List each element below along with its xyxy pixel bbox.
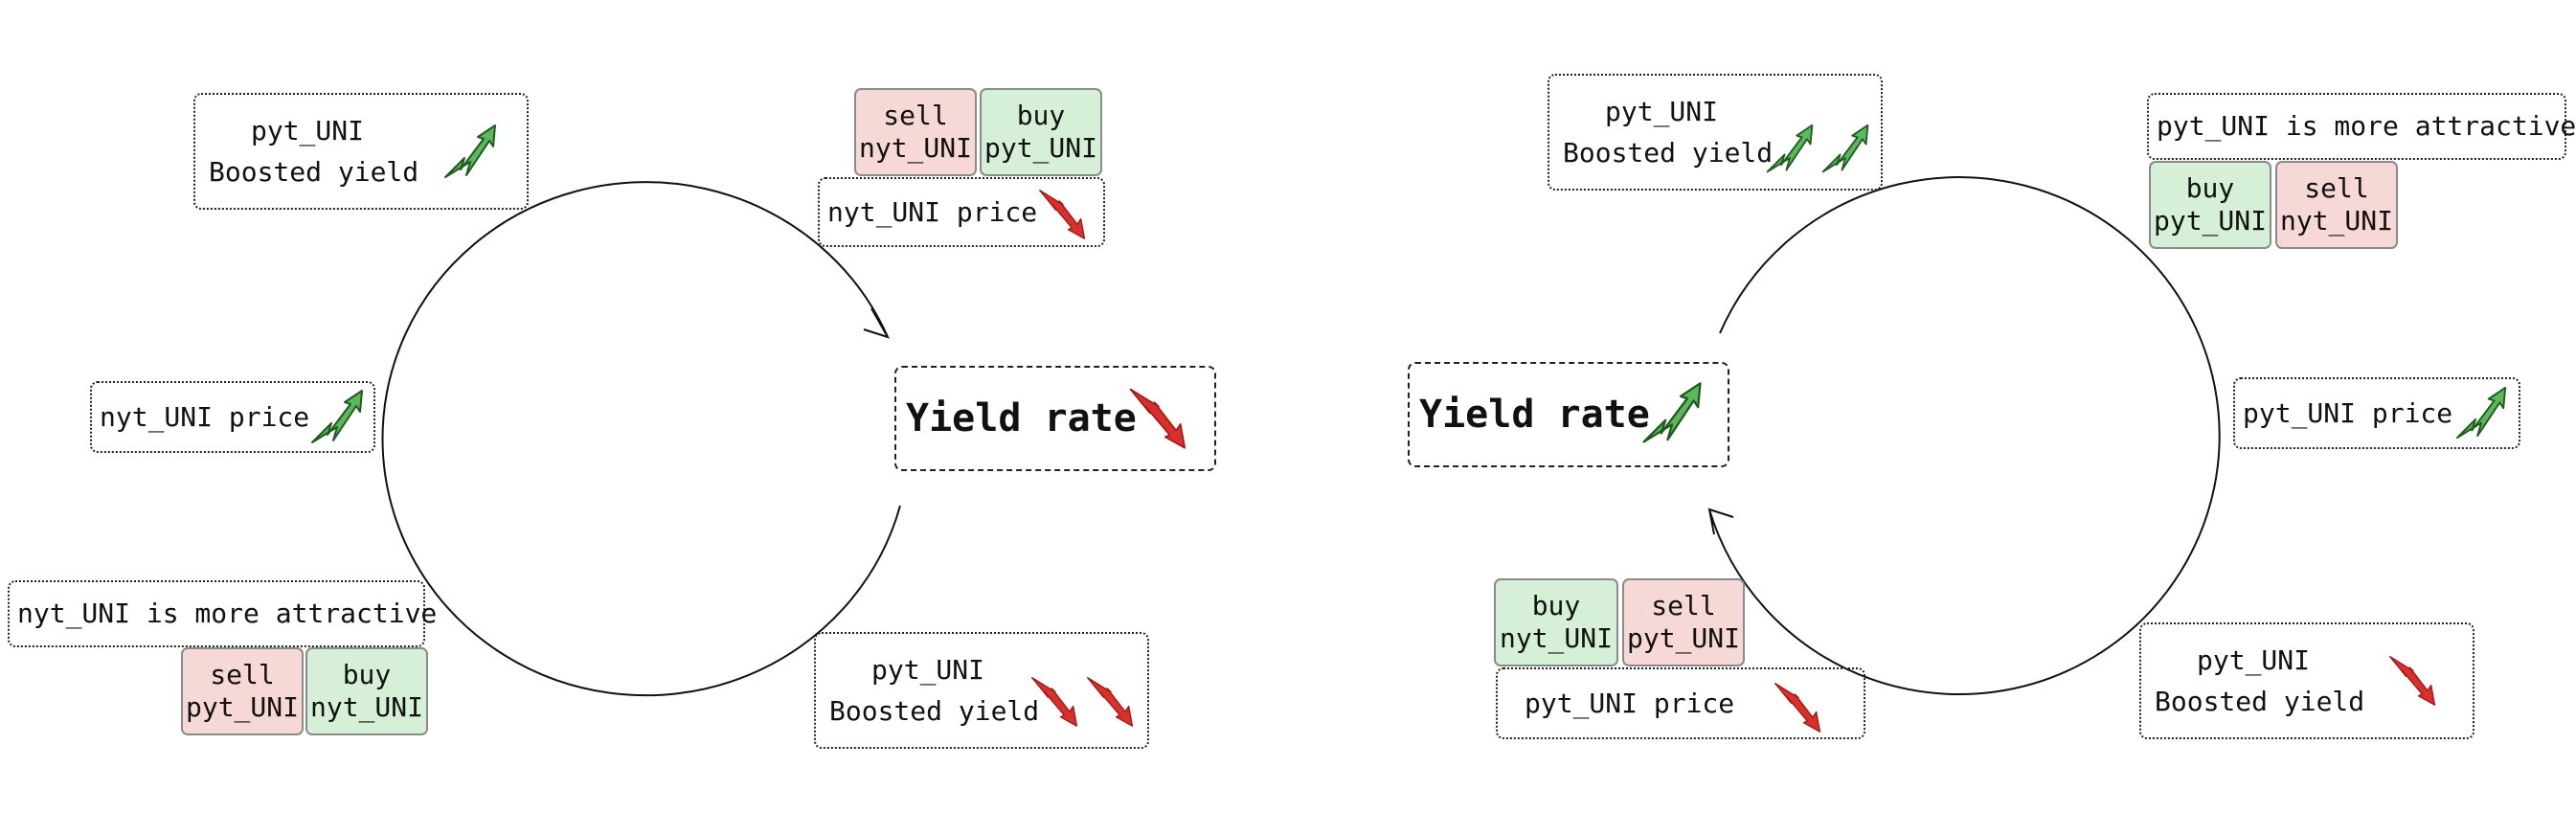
down-arrow-icon	[1087, 677, 1134, 727]
right-pyt-boosted-yield-box: pyt_UNI Boosted yield	[1548, 74, 1883, 191]
right-yield-rate-title: Yield rate	[1419, 393, 1650, 437]
button-label: pyt_UNI	[2153, 205, 2267, 237]
right-cycle-arc	[1708, 176, 2221, 695]
right-buy-nyt-button[interactable]: buy nyt_UNI	[1494, 578, 1618, 666]
right-pyt-price-up-box: pyt_UNI price	[2233, 377, 2520, 449]
left-nyt-price-label: nyt_UNI price	[100, 400, 310, 433]
left-yield-rate-box: Yield rate	[894, 366, 1216, 471]
down-arrow-icon	[1774, 683, 1821, 733]
up-arrow-icon	[1766, 124, 1814, 173]
left-cycle-arc	[381, 181, 901, 697]
button-label: pyt_UNI	[983, 132, 1097, 164]
right-yield-rate-box: Yield rate	[1408, 362, 1729, 467]
down-arrow-icon	[2389, 656, 2436, 706]
right-boosted-yield-label-2: Boosted yield	[2155, 686, 2365, 717]
right-boosted-yield-label: Boosted yield	[1563, 137, 1774, 169]
button-label: buy	[1531, 590, 1581, 622]
left-buy-pyt-button[interactable]: buy pyt_UNI	[980, 88, 1102, 176]
right-pyt-price-down-label: pyt_UNI price	[1525, 687, 1735, 719]
right-sell-pyt-button[interactable]: sell pyt_UNI	[1622, 578, 1745, 666]
down-arrow-icon	[1129, 388, 1186, 449]
right-boosted-pyt-label: pyt_UNI	[2197, 643, 2311, 676]
left-boosted-yield-label: Boosted yield	[209, 156, 419, 188]
button-label: pyt_UNI	[185, 691, 299, 723]
right-pyt-price-up-label: pyt_UNI price	[2243, 396, 2453, 429]
right-pyt-label: pyt_UNI	[1605, 95, 1719, 127]
right-buy-pyt-button[interactable]: buy pyt_UNI	[2149, 161, 2271, 249]
button-label: sell	[210, 659, 275, 691]
right-pyt-more-attractive-box: pyt_UNI is more attractive	[2147, 93, 2576, 160]
left-pyt-boosted-yield-box: pyt_UNI Boosted yield	[193, 93, 529, 210]
up-arrow-icon	[1821, 124, 1869, 173]
left-nyt-price-down-label: nyt_UNI price	[827, 195, 1038, 228]
down-arrow-icon	[1039, 190, 1086, 239]
left-boosted-yield-label-2: Boosted yield	[829, 695, 1040, 727]
button-label: nyt_UNI	[309, 691, 423, 723]
left-nyt-price-box: nyt_UNI price	[90, 381, 375, 453]
left-buy-nyt-button[interactable]: buy nyt_UNI	[305, 647, 428, 735]
left-sell-nyt-button[interactable]: sell nyt_UNI	[854, 88, 977, 176]
left-cycle-arrowhead	[863, 307, 891, 339]
up-arrow-icon	[311, 390, 363, 443]
button-label: sell	[1651, 590, 1716, 622]
button-label: nyt_UNI	[858, 132, 972, 164]
down-arrow-icon	[1031, 677, 1078, 727]
up-arrow-icon	[2455, 386, 2507, 440]
right-attractive-label: pyt_UNI is more attractive	[2157, 110, 2576, 143]
button-label: buy	[342, 659, 392, 691]
button-label: pyt_UNI	[1626, 622, 1740, 654]
up-arrow-icon	[444, 124, 496, 178]
button-label: nyt_UNI	[1499, 622, 1613, 654]
right-sell-nyt-button[interactable]: sell nyt_UNI	[2275, 161, 2398, 249]
left-nyt-more-attractive-box: nyt_UNI is more attractive	[8, 580, 437, 647]
button-label: sell	[2304, 172, 2369, 205]
button-label: buy	[1016, 100, 1066, 132]
left-boosted-yield-down-box: pyt_UNI Boosted yield	[814, 632, 1149, 749]
button-label: sell	[883, 100, 948, 132]
right-cycle-arrowhead	[1707, 508, 1734, 535]
left-boosted-pyt-label: pyt_UNI	[871, 653, 985, 686]
button-label: nyt_UNI	[2279, 205, 2393, 237]
up-arrow-icon	[1642, 382, 1702, 443]
left-yield-rate-title: Yield rate	[906, 396, 1137, 440]
left-pyt-label: pyt_UNI	[251, 114, 365, 147]
left-attractive-label: nyt_UNI is more attractive	[17, 598, 438, 630]
left-nyt-price-down-box: nyt_UNI price	[818, 177, 1105, 247]
right-boosted-yield-down-box: pyt_UNI Boosted yield	[2139, 622, 2474, 739]
button-label: buy	[2185, 172, 2235, 205]
right-pyt-price-down-box: pyt_UNI price	[1496, 667, 1865, 739]
left-sell-pyt-button[interactable]: sell pyt_UNI	[181, 647, 304, 735]
